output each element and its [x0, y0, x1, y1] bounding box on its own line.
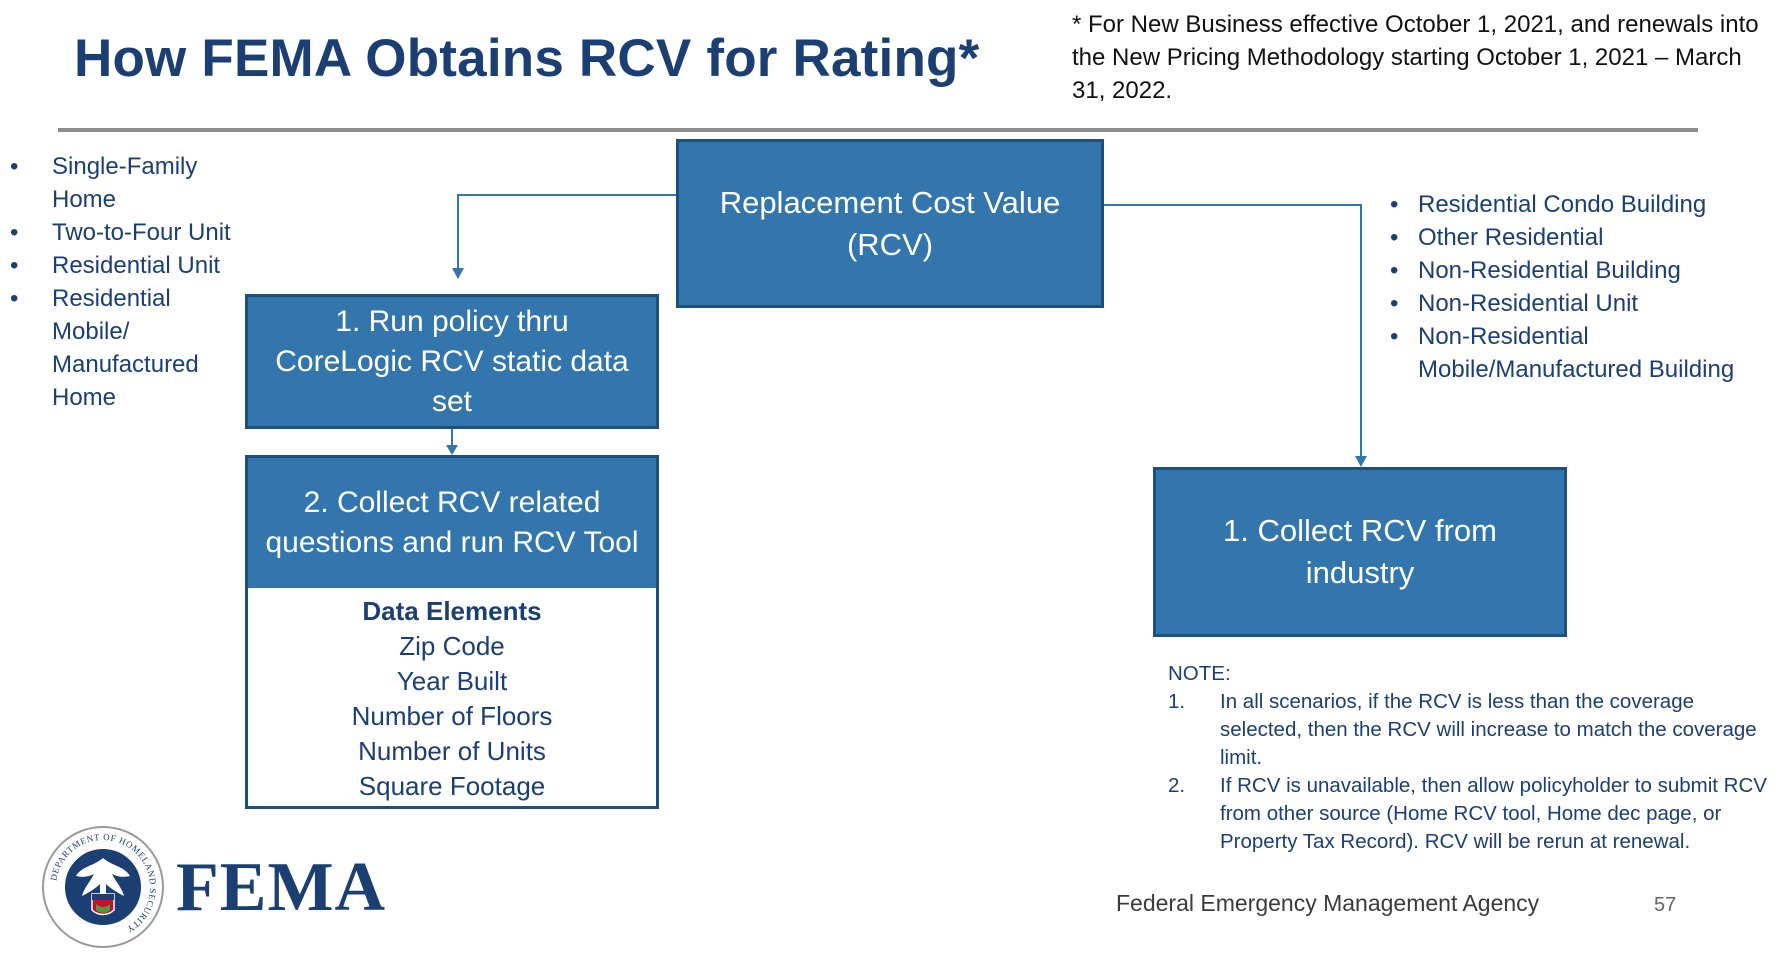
industry-box-line: 1. Collect RCV from: [1223, 513, 1497, 548]
list-item: Non-Residential Mobile/Manufactured Buil…: [1390, 320, 1780, 386]
data-elements-box: Data Elements Zip Code Year Built Number…: [245, 588, 659, 809]
agency-name: Federal Emergency Management Agency: [1116, 890, 1540, 916]
rcv-box: Replacement Cost Value (RCV): [676, 139, 1104, 308]
note-section: NOTE: 1. In all scenarios, if the RCV is…: [1168, 660, 1778, 856]
list-item: Square Footage: [358, 771, 546, 801]
list-item: Non-Residential Unit: [1390, 287, 1780, 320]
right-property-list: Residential Condo Building Other Residen…: [1390, 188, 1780, 386]
note-text: If RCV is unavailable, then allow policy…: [1220, 774, 1767, 853]
data-elements-title: Data Elements: [362, 596, 542, 626]
arrowhead-step2: [446, 445, 458, 455]
rcv-box-line: (RCV): [846, 226, 934, 262]
page-number: 57: [1654, 894, 1677, 916]
list-item: Residential Unit: [10, 249, 240, 282]
list-item: Two-to-Four Unit: [10, 216, 240, 249]
list-item: Non-Residential Building: [1390, 254, 1780, 287]
rcv-box-line: Replacement Cost Value: [719, 184, 1061, 220]
note-title: NOTE:: [1168, 662, 1231, 685]
slide-title: How FEMA Obtains RCV for Rating*: [74, 29, 980, 88]
arrow-rcv-to-industry: [1104, 204, 1362, 458]
industry-box: 1. Collect RCV from industry: [1153, 467, 1567, 637]
list-item: Year Built: [396, 666, 508, 696]
step2-box: 2. Collect RCV related questions and run…: [245, 455, 659, 591]
fema-wordmark: FEMA: [176, 849, 387, 926]
step2-box-line: 2. Collect RCV related: [303, 486, 601, 519]
arrowhead-industry: [1355, 456, 1367, 467]
arrow-rcv-to-step1: [457, 194, 676, 278]
step1-box-line: CoreLogic RCV static data: [275, 344, 629, 378]
note-text: In all scenarios, if the RCV is less tha…: [1220, 690, 1757, 769]
list-item: Residential Mobile/ Manufactured Home: [10, 282, 240, 414]
step1-box-line: set: [431, 384, 473, 418]
list-item: Other Residential: [1390, 221, 1780, 254]
note-number: 2.: [1168, 774, 1186, 797]
note-item: 1. In all scenarios, if the RCV is less …: [1168, 688, 1778, 772]
footnote: * For New Business effective October 1, …: [1072, 11, 1759, 104]
note-list: 1. In all scenarios, if the RCV is less …: [1168, 688, 1778, 856]
step2-box-line: questions and run RCV Tool: [265, 526, 639, 559]
step1-box-line: 1. Run policy thru: [335, 304, 569, 338]
title-divider: [58, 128, 1698, 132]
step1-box: 1. Run policy thru CoreLogic RCV static …: [245, 294, 659, 429]
list-item: Residential Condo Building: [1390, 188, 1780, 221]
list-item: Number of Floors: [351, 701, 553, 731]
data-elements-list: Zip Code Year Built Number of Floors Num…: [248, 629, 656, 804]
note-item: 2. If RCV is unavailable, then allow pol…: [1168, 772, 1778, 856]
note-number: 1.: [1168, 690, 1186, 713]
arrowhead-step1: [452, 268, 464, 279]
list-item: Zip Code: [399, 631, 505, 661]
list-item: Single-Family Home: [10, 150, 240, 216]
list-item: Number of Units: [358, 736, 546, 766]
left-property-list: Single-Family Home Two-to-Four Unit Resi…: [10, 150, 240, 414]
dhs-seal-icon: DEPARTMENT OF HOMELAND SECURITY: [42, 826, 164, 948]
industry-box-line: industry: [1305, 555, 1415, 590]
